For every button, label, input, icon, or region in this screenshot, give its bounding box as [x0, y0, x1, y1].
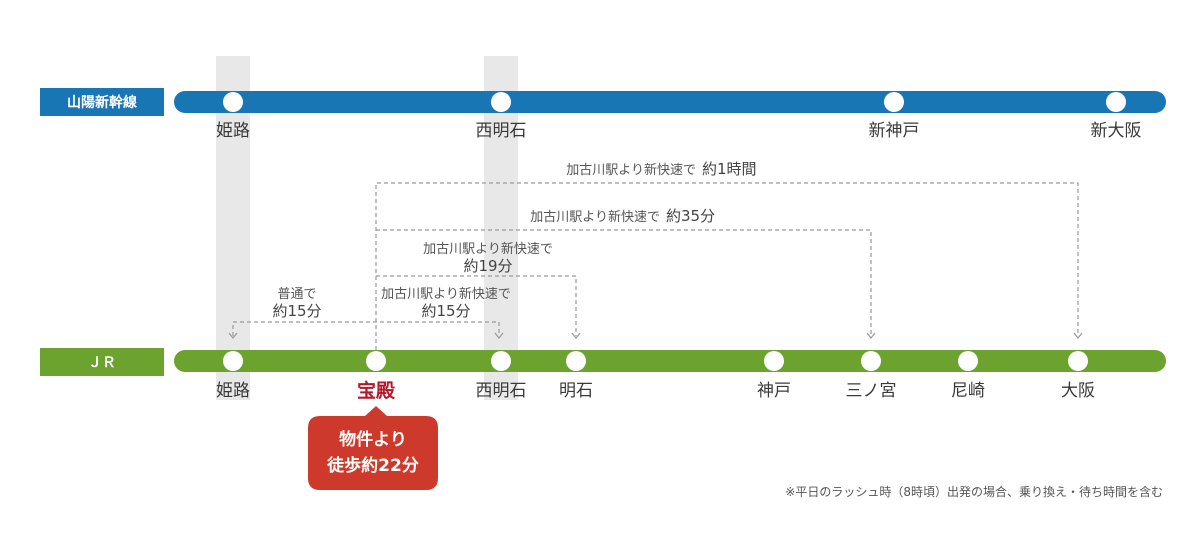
station-label-kobe: 神戸	[757, 381, 791, 401]
station-dot-himeji-shinkansen	[223, 92, 243, 112]
station-label-amagasaki: 尼崎	[951, 381, 985, 401]
station-dot-nishi-akashi-shinkansen	[491, 92, 511, 112]
route-desc-sannomiya: 加古川駅より新快速で	[530, 209, 660, 225]
highlight-band-nishi-akashi	[484, 56, 518, 400]
route-time-local: 約15分	[272, 302, 321, 320]
station-label-nishi-akashi-jr: 西明石	[476, 381, 527, 401]
route-line-osaka	[375, 182, 1079, 350]
jr-line-tag	[40, 348, 164, 376]
jr-stations: 姫路 宝殿 西明石 明石 神戸 三ノ宮 尼崎 大阪	[216, 351, 1095, 402]
footnote: ※平日のラッシュ時（8時頃）出発の場合、乗り換え・待ち時間を含む	[785, 484, 1163, 499]
shinkansen-line-tag	[40, 88, 164, 116]
shinkansen-line-name: 山陽新幹線	[67, 94, 137, 111]
station-label-shin-osaka: 新大阪	[1091, 121, 1142, 141]
route-time-osaka: 約1時間	[702, 160, 757, 178]
station-dot-sannomiya	[861, 351, 881, 371]
station-dot-shin-kobe	[884, 92, 904, 112]
arrow-osaka	[1073, 332, 1083, 339]
station-dot-hoden	[366, 351, 386, 371]
route-line-akashi	[376, 275, 577, 336]
walk-time-badge: 物件より 徒歩約22分	[308, 406, 438, 490]
station-dot-nishi-akashi-jr	[491, 351, 511, 371]
station-label-nishi-akashi-shinkansen: 西明石	[476, 121, 527, 141]
arrow-akashi	[571, 332, 581, 339]
route-line-local	[232, 321, 500, 336]
badge-line2: 徒歩約22分	[326, 455, 419, 476]
route-line-sannomiya	[376, 229, 872, 336]
jr-line-bar	[174, 350, 1166, 372]
arrow-himeji	[228, 332, 238, 339]
badge-shape	[308, 406, 438, 490]
badge-line1: 物件より	[339, 429, 407, 450]
station-dot-akashi	[566, 351, 586, 371]
route-desc-nishi-akashi: 加古川駅より新快速で	[381, 286, 511, 302]
shinkansen-line-bar	[174, 91, 1166, 113]
station-dot-himeji-jr	[223, 351, 243, 371]
station-dot-osaka	[1068, 351, 1088, 371]
station-label-shin-kobe: 新神戸	[869, 121, 920, 141]
highlight-band-himeji	[216, 56, 250, 400]
station-label-himeji-shinkansen: 姫路	[216, 121, 250, 141]
station-label-akashi: 明石	[559, 381, 593, 401]
route-sannomiya: 加古川駅より新快速で 約35分	[376, 207, 876, 339]
route-desc-akashi: 加古川駅より新快速で	[423, 241, 553, 257]
route-nishi-akashi: 加古川駅より新快速で 約15分	[381, 286, 511, 320]
arrow-sannomiya	[866, 332, 876, 339]
station-dot-amagasaki	[958, 351, 978, 371]
jr-line-name: ＪＲ	[88, 355, 116, 371]
route-time-sannomiya: 約35分	[666, 207, 715, 225]
station-dot-kobe	[764, 351, 784, 371]
route-time-nishi-akashi: 約15分	[421, 302, 470, 320]
station-dot-shin-osaka	[1106, 92, 1126, 112]
route-desc-osaka: 加古川駅より新快速で	[566, 162, 696, 178]
arrow-nishi-akashi	[494, 332, 504, 339]
route-local-himeji: 普通で 約15分	[228, 287, 504, 339]
route-akashi: 加古川駅より新快速で 約19分	[376, 241, 581, 339]
route-desc-local: 普通で	[277, 287, 316, 302]
station-label-hoden: 宝殿	[357, 379, 396, 402]
station-label-himeji-jr: 姫路	[216, 381, 250, 401]
route-time-akashi: 約19分	[463, 257, 512, 275]
route-osaka: 加古川駅より新快速で 約1時間	[375, 160, 1083, 350]
shinkansen-stations: 姫路 西明石 新神戸 新大阪	[216, 92, 1142, 141]
station-label-sannomiya: 三ノ宮	[846, 381, 897, 401]
station-label-osaka: 大阪	[1061, 381, 1095, 401]
